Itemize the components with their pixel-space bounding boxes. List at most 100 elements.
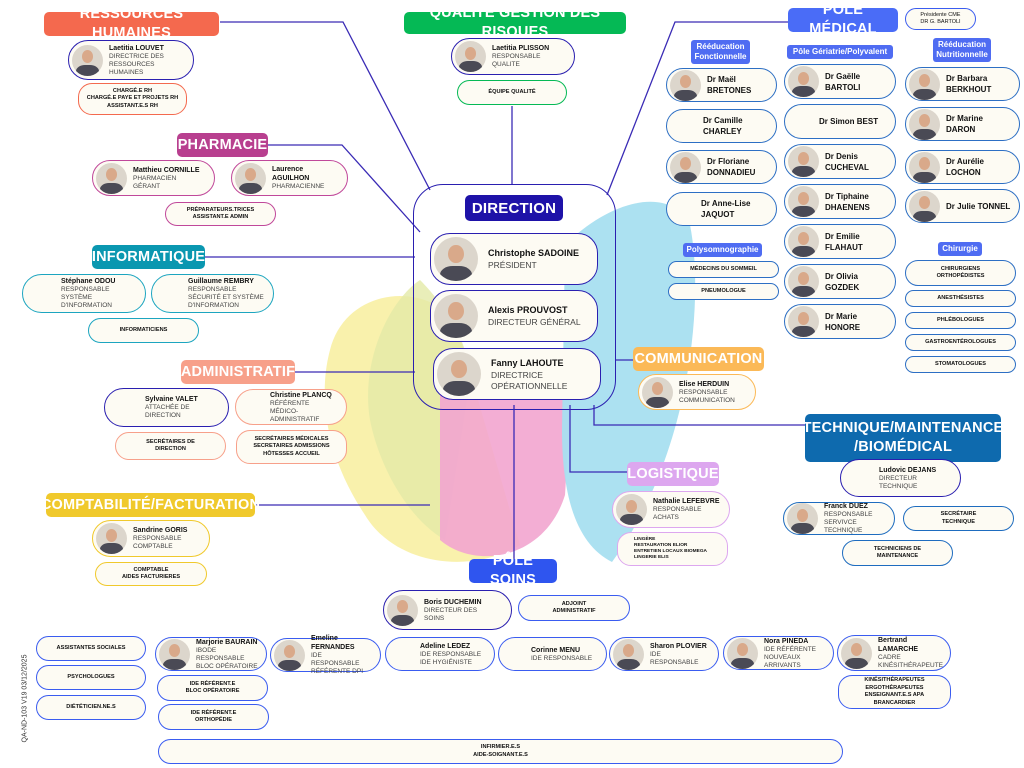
- doctor-name: Dr Denis CUCHEVAL: [825, 151, 869, 172]
- doctor-card[interactable]: Dr Floriane DONNADIEU: [666, 150, 777, 184]
- team-box[interactable]: INFORMATICIENS: [88, 318, 199, 343]
- avatar: [96, 162, 127, 194]
- team-box[interactable]: ANESTHÉSISTES: [905, 290, 1016, 307]
- team-box[interactable]: STOMATOLOGUES: [905, 356, 1016, 373]
- person-name: Alexis PROUVOST: [488, 305, 568, 315]
- doctor-card[interactable]: Dr Denis CUCHEVAL: [784, 144, 896, 179]
- subheader-reeducation-fonctionnelle: Rééducation Fonctionnelle: [691, 40, 750, 64]
- person-role: PHARMACIENNE: [272, 183, 325, 190]
- pharmacie-header: PHARMACIE: [177, 133, 268, 157]
- avatar: [788, 306, 819, 337]
- team-box[interactable]: PNEUMOLOGUE: [668, 283, 779, 300]
- team-box[interactable]: COMPTABLE AIDES FACTURIERES: [95, 562, 207, 586]
- team-box[interactable]: GASTROENTÉROLOGUES: [905, 334, 1016, 351]
- team-box[interactable]: PSYCHOLOGUES: [36, 665, 146, 690]
- team-box[interactable]: MÉDECINS DU SOMMEIL: [668, 261, 779, 278]
- avatar: [788, 186, 819, 217]
- team-box[interactable]: IDE RÉFÉRENT.E ORTHOPÉDIE: [158, 704, 269, 730]
- team-box[interactable]: LINGÈRE RESTAURATION ELIOR ENTRETIEN LOC…: [617, 532, 728, 566]
- team-box[interactable]: SECRÉTAIRES MÉDICALES SECRETAIRES ADMISS…: [236, 430, 347, 464]
- team-box[interactable]: PHLÉBOLOGUES: [905, 312, 1016, 329]
- doctor-card[interactable]: Dr Camille CHARLEY: [666, 109, 777, 143]
- team-box[interactable]: PRÉPARATEURS.TRICES ASSISTANT.E ADMIN: [165, 202, 276, 226]
- person-role: RESPONSABLE COMPTABLE: [133, 535, 182, 550]
- team-box[interactable]: TECHNICIENS DE MAINTENANCE: [842, 540, 953, 566]
- subheader-reeducation-nutritionnelle: Rééducation Nutritionnelle: [933, 38, 991, 62]
- doctor-card[interactable]: Dr Marie HONORE: [784, 304, 896, 339]
- person-role: RESPONSABLE ACHATS: [653, 506, 702, 521]
- person-role: IDE RESPONSABLE: [650, 650, 699, 666]
- doctor-card[interactable]: Dr Gaëlle BARTOLI: [784, 64, 896, 99]
- pole-soins-header: PÔLE SOINS: [469, 553, 557, 588]
- team-box[interactable]: KINÉSITHÉRAPEUTES ERGOTHÉRAPEUTES ENSEIG…: [838, 675, 951, 709]
- person-name: Laurence AGUILHON: [272, 166, 310, 182]
- doctor-card[interactable]: Dr Emilie FLAHAUT: [784, 224, 896, 259]
- team-box[interactable]: ADJOINT ADMINISTRATIF: [518, 595, 630, 621]
- doctor-card[interactable]: Dr Julie TONNEL: [905, 189, 1020, 223]
- team-box[interactable]: DIÉTÉTICIEN.NE.S: [36, 695, 146, 720]
- doctor-card[interactable]: Dr Marine DARON: [905, 107, 1020, 141]
- team-box[interactable]: ASSISTANTES SOCIALES: [36, 636, 146, 661]
- doctor-card[interactable]: Dr Anne-Lise JAQUOT: [666, 192, 777, 226]
- team-box[interactable]: ÉQUIPE QUALITÉ: [457, 80, 567, 105]
- person-name: Laetitia PLISSON: [492, 45, 550, 52]
- doctor-card[interactable]: Dr Aurélie LOCHON: [905, 150, 1020, 184]
- doctor-card[interactable]: Dr Simon BEST: [784, 104, 896, 139]
- person-name: Franck DUEZ: [824, 503, 868, 510]
- team-box[interactable]: INFIRMIER.E.S AIDE-SOIGNANT.E.S: [158, 739, 843, 764]
- informatique-header: INFORMATIQUE: [92, 245, 205, 269]
- avatar: [909, 108, 940, 140]
- person-role: IBODE RESPONSABLE BLOC OPÉRATOIRE: [196, 646, 258, 670]
- presidente-cme-box[interactable]: Présidente CME DR G. BARTOLI: [905, 8, 976, 30]
- avatar: [909, 190, 940, 222]
- avatar: [787, 503, 818, 534]
- direction-frame: [413, 184, 616, 410]
- doctor-name: Dr Aurélie LOCHON: [946, 157, 984, 177]
- team-box[interactable]: CHARGÉ.E RH CHARGÉ.E PAYE ET PROJETS RH …: [78, 83, 187, 115]
- avatar: [434, 237, 478, 281]
- doctor-card[interactable]: Dr Tiphaine DHAENENS: [784, 184, 896, 219]
- team-box[interactable]: SECRÉTAIRES DE DIRECTION: [115, 432, 226, 460]
- avatar: [613, 638, 644, 670]
- logistique-header: LOGISTIQUE: [627, 462, 719, 486]
- person-role: RESPONSABLE SÉCURITÉ ET SYSTÈME D'INFORM…: [188, 286, 264, 309]
- avatar: [159, 638, 190, 670]
- doctor-name: Dr Maël BRETONES: [707, 75, 752, 95]
- person-role: IDE RESPONSABLE IDE HYGIÉNISTE: [420, 650, 482, 666]
- person-role: IDE RESPONSABLE RÉFÉRENTE DPI: [311, 652, 364, 675]
- team-box[interactable]: IDE RÉFÉRENT.E BLOC OPÉRATOIRE: [157, 675, 268, 701]
- avatar: [642, 376, 673, 408]
- doctor-card[interactable]: Dr Maël BRETONES: [666, 68, 777, 102]
- team-box[interactable]: SECRÉTAIRE TECHNIQUE: [903, 506, 1014, 531]
- qualite-header: QUALITÉ GESTION DES RISQUES: [404, 5, 626, 40]
- team-box[interactable]: CHIRURGIENS ORTHOPÉDISTES: [905, 260, 1016, 286]
- doctor-card[interactable]: Dr Barbara BERKHOUT: [905, 67, 1020, 101]
- doctor-name: Dr Emilie FLAHAUT: [825, 231, 863, 252]
- doctor-card[interactable]: Dr Olivia GOZDEK: [784, 264, 896, 299]
- person-role: PHARMACIEN GÉRANT: [133, 174, 177, 190]
